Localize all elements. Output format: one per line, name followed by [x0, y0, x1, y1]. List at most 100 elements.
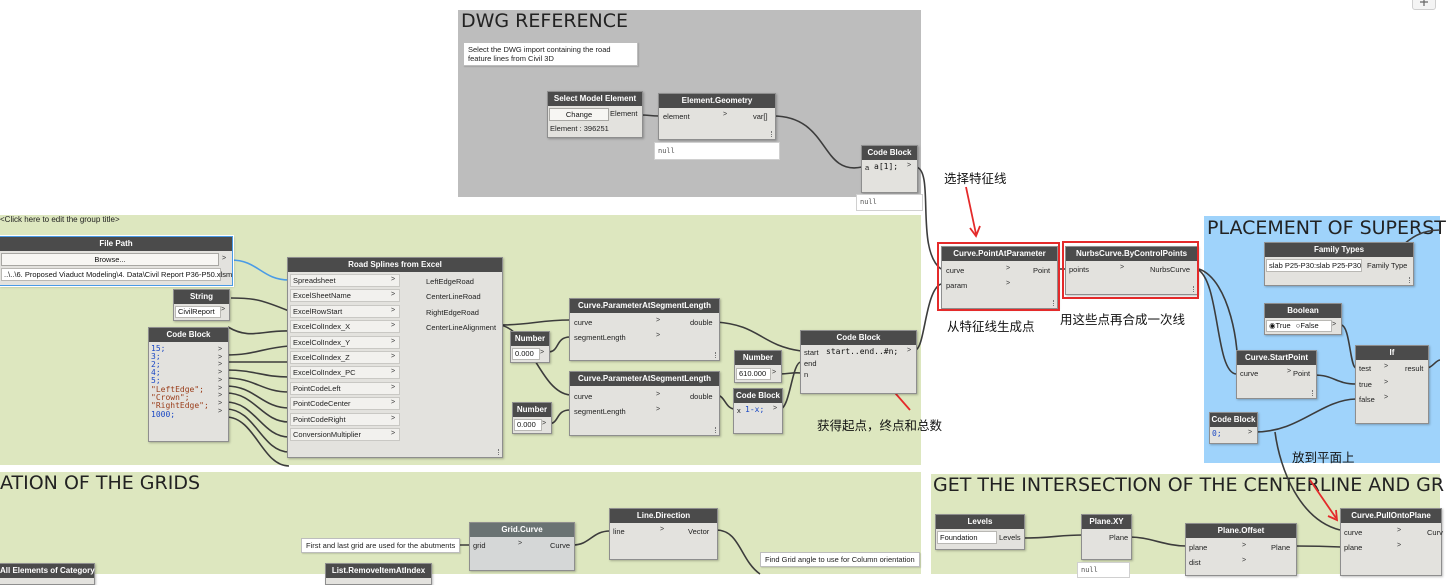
resize-grip-icon[interactable]: [771, 131, 773, 137]
input-port-excelcolindex-x[interactable]: ExcelColIndex_X>: [290, 320, 400, 334]
code-line-6[interactable]: "LeftEdge";: [151, 385, 204, 394]
input-port-pointcodecenter[interactable]: PointCodeCenter>: [290, 397, 400, 411]
output-port-double[interactable]: double: [690, 392, 713, 401]
input-port-test[interactable]: test: [1359, 364, 1372, 373]
browse-button[interactable]: Browse...: [1, 253, 219, 266]
boolean-toggle[interactable]: ◉True ○False: [1266, 320, 1332, 332]
output-port-family-type[interactable]: Family Type: [1367, 261, 1408, 270]
input-port-grid[interactable]: grid: [473, 541, 486, 550]
code-line-8[interactable]: "RightEdge";: [151, 401, 209, 410]
change-button[interactable]: Change: [549, 108, 609, 121]
input-port-end[interactable]: end: [804, 359, 817, 368]
resize-grip-icon[interactable]: [498, 449, 500, 455]
input-port-conversionmultiplier[interactable]: ConversionMultiplier>: [290, 428, 400, 441]
node-road-splines[interactable]: Road Splines from Excel Spreadsheet>Exce…: [287, 257, 503, 458]
input-port-curve[interactable]: curve: [574, 392, 593, 401]
node-if[interactable]: If test true false > > > result: [1355, 345, 1429, 424]
input-port-a[interactable]: a: [865, 163, 870, 172]
input-port-param[interactable]: param: [946, 281, 968, 290]
code-one-minus-x[interactable]: 1-x;: [745, 405, 765, 414]
input-port-plane[interactable]: plane: [1189, 543, 1208, 552]
output-port-double[interactable]: double: [690, 318, 713, 327]
code-line-7[interactable]: "Crown";: [151, 393, 190, 402]
group-title-dwg-reference[interactable]: DWG REFERENCE: [461, 10, 629, 32]
input-port-curve[interactable]: curve: [1344, 528, 1363, 537]
node-number-a[interactable]: Number 0.000 >: [510, 331, 550, 363]
code-line-3[interactable]: 2;: [151, 360, 161, 369]
input-port-excelcolindex-z[interactable]: ExcelColIndex_Z>: [290, 351, 400, 364]
resize-grip-icon[interactable]: [715, 352, 717, 358]
node-boolean[interactable]: Boolean ◉True ○False >: [1264, 303, 1342, 335]
node-number-c[interactable]: Number 610.000 >: [734, 350, 782, 383]
output-port-var[interactable]: var[]: [753, 112, 768, 121]
number-b-value[interactable]: 0.000: [514, 419, 542, 431]
code-a-index[interactable]: a[1];: [874, 162, 899, 171]
family-types-dropdown[interactable]: slab P25-P30:slab P25-P30: [1266, 259, 1362, 272]
output-port-element[interactable]: Element: [610, 109, 638, 118]
node-select-model-element[interactable]: Select Model Element Change Element Elem…: [547, 91, 643, 138]
input-port-excelrowstart[interactable]: ExcelRowStart>: [290, 304, 400, 318]
input-port-excelcolindex-pc[interactable]: ExcelColIndex_PC>: [290, 366, 400, 380]
input-port-points[interactable]: points: [1069, 265, 1090, 274]
output-port-centerlineroad[interactable]: CenterLineRoad: [426, 292, 481, 302]
input-port-excelcolindex-y[interactable]: ExcelColIndex_Y>: [290, 335, 400, 349]
code-line-5[interactable]: 5;: [151, 376, 161, 385]
output-port-nurbs-curve[interactable]: NurbsCurve: [1150, 265, 1191, 274]
node-code-block-range[interactable]: Code Block start end n start..end..#n; >: [800, 330, 917, 394]
input-port-curve[interactable]: curve: [574, 318, 593, 327]
output-port-plane[interactable]: Plane: [1271, 543, 1291, 552]
node-code-block-dwg[interactable]: Code Block a a[1]; >: [861, 145, 918, 193]
input-port-plane[interactable]: plane: [1344, 543, 1363, 552]
output-port-levels[interactable]: Levels: [999, 533, 1021, 542]
output-port-curve[interactable]: Curv: [1427, 528, 1443, 537]
node-element-geometry[interactable]: Element.Geometry element > var[]: [658, 93, 776, 140]
code-zero[interactable]: 0;: [1212, 429, 1222, 438]
output-port-result[interactable]: result: [1405, 364, 1424, 373]
node-line-direction[interactable]: Line.Direction line > Vector: [609, 508, 718, 560]
node-parameter-at-segment-2[interactable]: Curve.ParameterAtSegmentLength curve seg…: [569, 371, 720, 436]
output-port-leftedgeroad[interactable]: LeftEdgeRoad: [426, 277, 474, 286]
resize-grip-icon[interactable]: [1193, 286, 1195, 292]
output-port-point[interactable]: Point: [1293, 369, 1311, 378]
node-list-remove-item[interactable]: List.RemoveItemAtIndex: [325, 563, 432, 585]
input-port-pointcodeleft[interactable]: PointCodeLeft>: [290, 381, 400, 395]
output-port-curve[interactable]: Curve: [550, 541, 571, 550]
code-line-4[interactable]: 4;: [151, 368, 161, 377]
input-port-element[interactable]: element: [663, 112, 690, 121]
node-levels[interactable]: Levels Foundation Levels: [935, 514, 1025, 550]
output-port-plane[interactable]: Plane: [1109, 533, 1129, 542]
input-port-excelsheetname[interactable]: ExcelSheetName>: [290, 289, 400, 303]
code-line-1[interactable]: 15;: [151, 344, 166, 353]
group-title-placement[interactable]: PLACEMENT OF SUPERST: [1207, 217, 1446, 239]
output-port-point[interactable]: Point: [1033, 266, 1051, 275]
node-pull-onto-plane[interactable]: Curve.PullOntoPlane curve plane > > Curv: [1340, 508, 1443, 576]
resize-grip-icon[interactable]: [715, 427, 717, 433]
node-plane-offset[interactable]: Plane.Offset plane dist > > Plane: [1185, 523, 1297, 576]
input-port-false[interactable]: false: [1359, 395, 1375, 404]
string-value[interactable]: CivilReport: [175, 306, 221, 318]
radio-false-icon[interactable]: ○: [1295, 321, 1301, 330]
code-line-9[interactable]: 1000;: [151, 410, 176, 419]
node-parameter-at-segment-1[interactable]: Curve.ParameterAtSegmentLength curve seg…: [569, 298, 720, 361]
move-arrows-icon[interactable]: [1412, 0, 1436, 10]
resize-grip-icon[interactable]: [1409, 277, 1411, 283]
input-port-segment-length[interactable]: segmentLength: [574, 407, 626, 416]
group-title-input[interactable]: <Click here to edit the group title>: [0, 215, 120, 224]
node-number-b[interactable]: Number 0.000 >: [512, 402, 552, 434]
resize-grip-icon[interactable]: [1312, 390, 1314, 396]
resize-grip-icon[interactable]: [1053, 300, 1055, 306]
input-port-curve[interactable]: curve: [946, 266, 965, 275]
output-port-vector[interactable]: Vector: [688, 527, 710, 536]
number-a-value[interactable]: 0.000: [512, 348, 540, 360]
input-port-spreadsheet[interactable]: Spreadsheet>: [290, 274, 400, 287]
input-port-curve[interactable]: curve: [1240, 369, 1259, 378]
node-grid-curve[interactable]: Grid.Curve grid > Curve: [469, 522, 575, 571]
input-port-line[interactable]: line: [613, 527, 625, 536]
output-port-rightedgeroad[interactable]: RightEdgeRoad: [426, 307, 479, 317]
node-point-at-parameter[interactable]: Curve.PointAtParameter curve param > > P…: [941, 246, 1058, 309]
node-family-types[interactable]: Family Types slab P25-P30:slab P25-P30 F…: [1264, 242, 1414, 286]
input-port-true[interactable]: true: [1359, 380, 1372, 389]
input-port-n[interactable]: n: [804, 370, 809, 379]
file-path-value[interactable]: ..\..\6. Proposed Viaduct Modeling\4. Da…: [1, 268, 232, 281]
output-port-centerlinealignment[interactable]: CenterLineAlignment: [426, 323, 497, 333]
